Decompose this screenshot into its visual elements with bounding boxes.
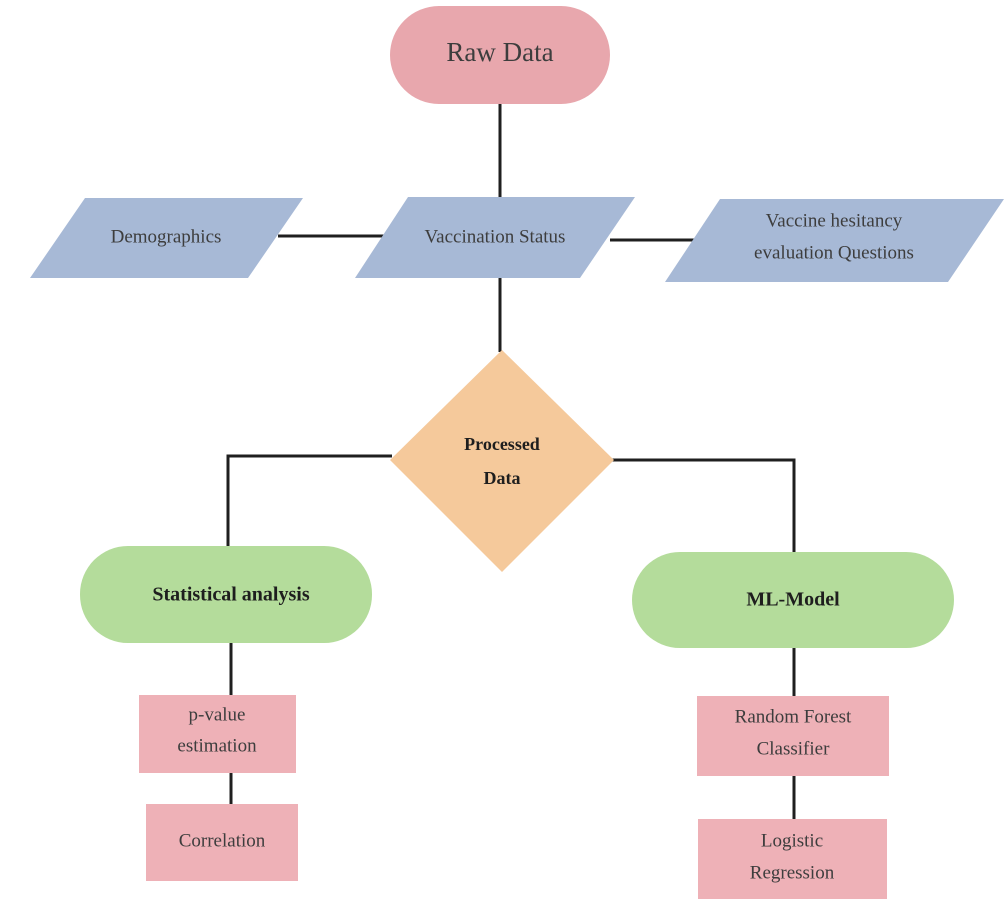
random-forest-line2: Classifier	[757, 738, 830, 759]
processed-data-line1: Processed	[464, 434, 540, 454]
raw-data-shape	[390, 6, 610, 104]
p-value-line1: p-value	[189, 704, 246, 725]
p-value-shape	[139, 695, 296, 773]
connector-processed-to-ml	[612, 458, 796, 553]
ml-model-label: ML-Model	[746, 589, 840, 611]
vaccine-hesitancy-line1: Vaccine hesitancy	[766, 210, 903, 231]
p-value-node: p-value estimation	[139, 695, 296, 773]
demographics-label: Demographics	[111, 226, 222, 247]
statistical-analysis-shape	[80, 546, 372, 643]
vaccination-status-label: Vaccination Status	[425, 226, 566, 247]
logistic-regression-line1: Logistic	[761, 830, 823, 851]
correlation-node: Correlation	[146, 804, 298, 881]
logistic-regression-node: Logistic Regression	[698, 819, 887, 899]
statistical-analysis-node: Statistical analysis	[80, 546, 372, 643]
logistic-regression-line2: Regression	[750, 862, 835, 883]
vaccination-status-node: Vaccination Status	[355, 197, 635, 278]
random-forest-shape	[697, 696, 889, 776]
ml-model-node: ML-Model	[632, 552, 954, 648]
correlation-shape	[146, 804, 298, 881]
ml-model-shape	[632, 552, 954, 648]
raw-data-label: Raw Data	[446, 37, 553, 67]
vaccine-hesitancy-line2: evaluation Questions	[754, 242, 914, 263]
processed-data-shape	[390, 350, 614, 572]
vaccine-hesitancy-shape	[665, 199, 1004, 282]
statistical-analysis-label: Statistical analysis	[152, 584, 309, 606]
connectors	[226, 104, 796, 819]
demographics-shape	[30, 198, 303, 278]
p-value-line2: estimation	[177, 735, 257, 756]
processed-data-node: Processed Data	[390, 350, 614, 572]
vaccination-status-shape	[355, 197, 635, 278]
random-forest-line1: Random Forest	[735, 706, 852, 727]
correlation-label: Correlation	[179, 830, 266, 851]
vaccine-hesitancy-node: Vaccine hesitancy evaluation Questions	[665, 199, 1004, 282]
random-forest-node: Random Forest Classifier	[697, 696, 889, 776]
demographics-node: Demographics	[30, 198, 303, 278]
connector-processed-to-statistical	[226, 454, 392, 548]
processed-data-line2: Data	[484, 468, 521, 488]
logistic-regression-shape	[698, 819, 887, 899]
raw-data-node: Raw Data	[390, 6, 610, 104]
